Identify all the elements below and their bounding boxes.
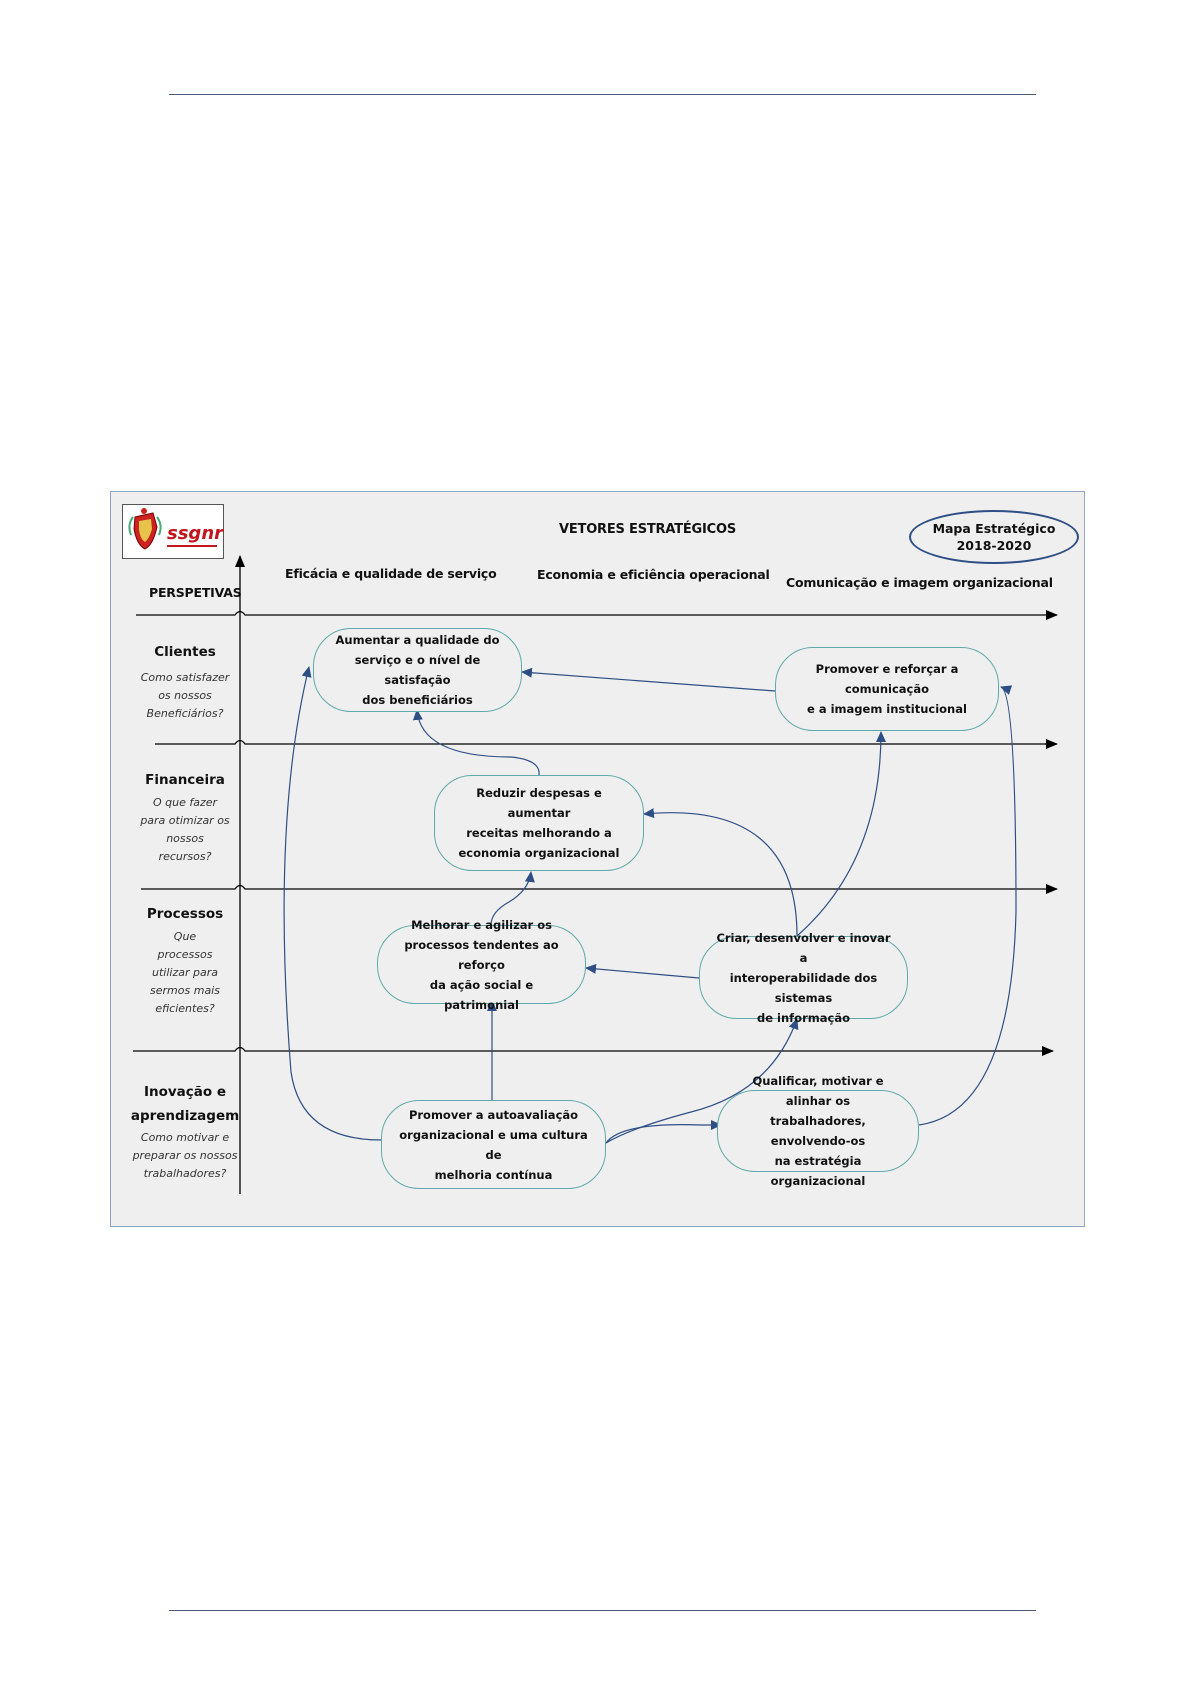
crest-icon [128, 508, 162, 550]
perspective-processos-question: Que processos utilizar para sermos mais … [150, 930, 220, 1015]
arrow-n6-to-n5 [605, 1018, 799, 1144]
arrow-n6-to-n7 [605, 1120, 722, 1144]
strategy-map-panel: ssgnr VETORES ESTRATÉGICOS Mapa Estratég… [110, 491, 1085, 1227]
ssgnr-logo: ssgnr [122, 504, 224, 559]
bottom-rule [169, 1610, 1036, 1611]
map-title-badge: Mapa Estratégico 2018-2020 [909, 510, 1079, 564]
perspectives-label: PERSPETIVAS [149, 585, 242, 600]
perspective-inovacao-title: Inovação e aprendizagem [130, 1084, 240, 1124]
axis-line-2 [155, 739, 1058, 749]
arrow-n4-to-n3 [490, 871, 535, 926]
perspective-clientes-title: Clientes [154, 644, 216, 660]
vector-3-label: Comunicação e imagem organizacional [786, 575, 1053, 590]
map-axes-and-arrows [133, 555, 1058, 1194]
perspective-financeira-title: Financeira [145, 772, 225, 788]
vector-1-label: Eficácia e qualidade de serviço [285, 566, 497, 581]
arrow-n5-to-n4 [585, 963, 700, 979]
objective-reduzir-despesas: Reduzir despesas e aumentar receitas mel… [434, 775, 644, 871]
arrow-n5-to-n2 [796, 731, 886, 937]
arrow-n6-to-n1 [283, 666, 382, 1141]
perspective-financeira-question: O que fazer para otimizar os nossos recu… [140, 796, 230, 863]
arrow-n7-to-n2 [918, 685, 1017, 1126]
axis-line-3 [141, 884, 1058, 894]
vector-2-label: Economia e eficiência operacional [537, 567, 770, 582]
map-title-line1: Mapa Estratégico [932, 521, 1056, 536]
arrow-n2-to-n1 [521, 667, 776, 692]
objective-promover-comunicacao: Promover e reforçar a comunicação e a im… [775, 647, 999, 731]
perspective-inovacao-question: Como motivar e preparar os nossos trabal… [132, 1131, 238, 1180]
vectors-title: VETORES ESTRATÉGICOS [559, 522, 737, 537]
arrow-n3-to-n1 [412, 709, 540, 776]
perspective-processos-title: Processos [146, 906, 224, 922]
axis-line-1 [136, 610, 1058, 620]
objective-qualificar-trabalhadores: Qualificar, motivar e alinhar os trabalh… [717, 1074, 919, 1188]
objective-criar-interoperabilidade: Criar, desenvolver e inovar a interopera… [699, 931, 908, 1025]
objective-melhorar-processos: Melhorar e agilizar os processos tendent… [377, 918, 586, 1012]
logo-text: ssgnr [167, 523, 224, 544]
objective-aumentar-qualidade: Aumentar a qualidade do serviço e o níve… [313, 628, 522, 712]
map-title-line2: 2018-2020 [956, 538, 1032, 553]
arrow-n5-to-n3 [643, 808, 798, 937]
objective-promover-autoavaliacao: Promover a autoavaliação organizacional … [381, 1100, 606, 1189]
logo-underline [167, 545, 217, 547]
axis-line-4 [133, 1046, 1054, 1056]
top-rule [169, 94, 1036, 95]
perspective-clientes-question: Como satisfazer os nossos Beneficiários? [140, 671, 230, 720]
